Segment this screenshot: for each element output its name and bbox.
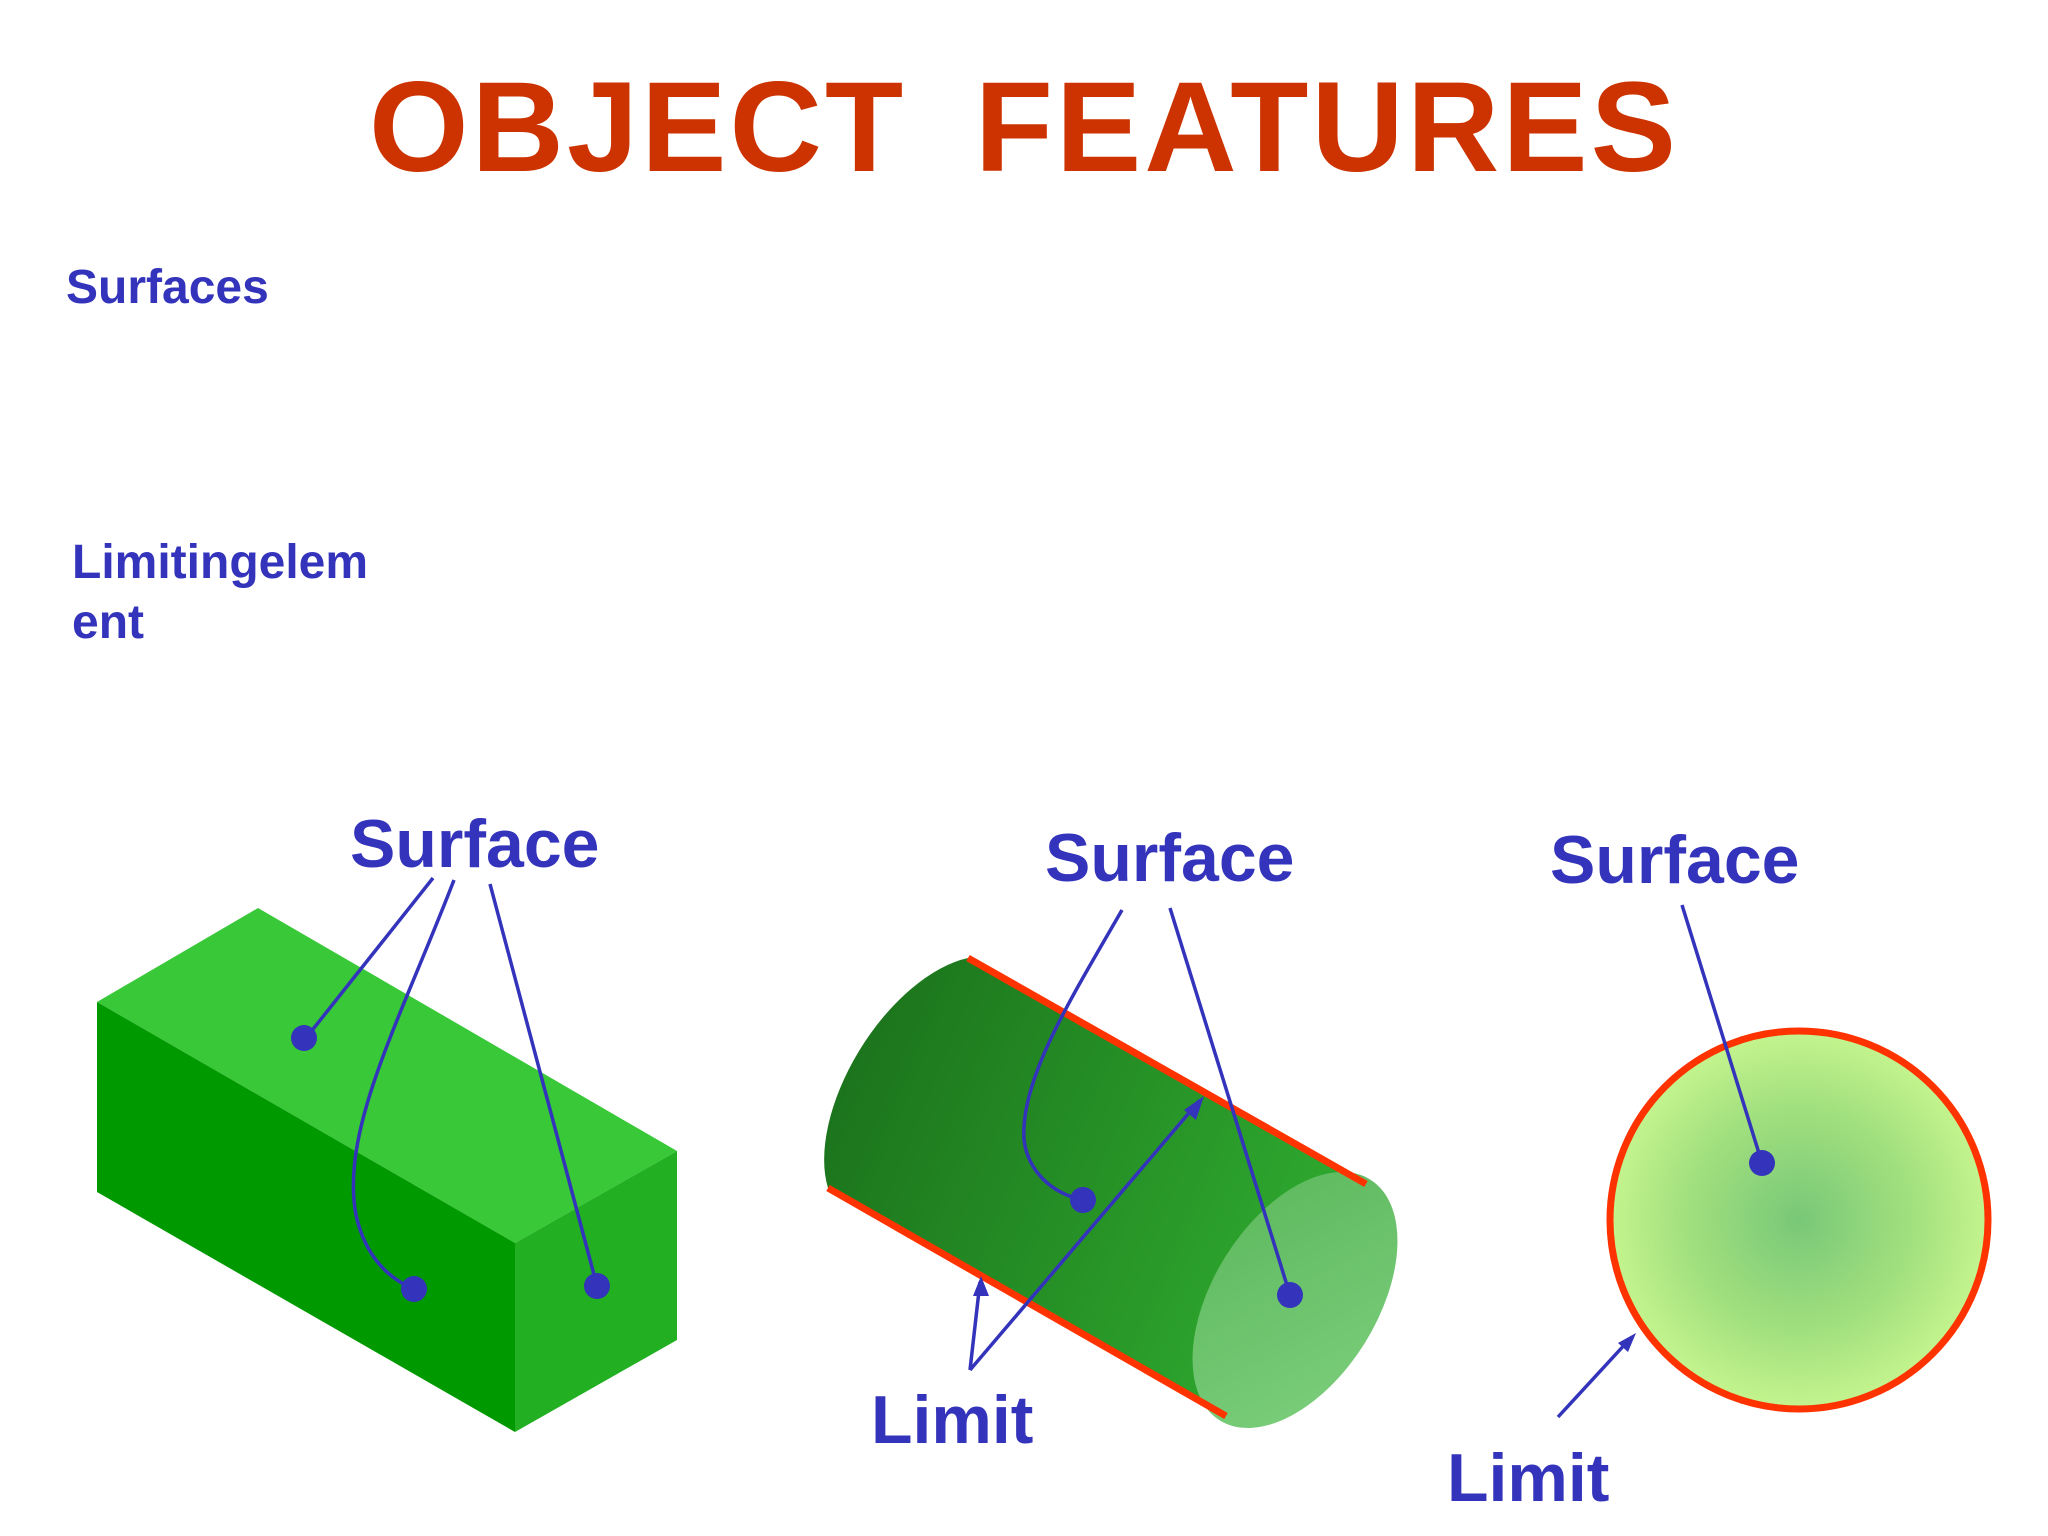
cylinder-leader-lines <box>968 907 1292 1372</box>
limiting-element-label: Limitingelem ent <box>72 533 368 653</box>
box-front-face <box>97 1002 515 1432</box>
page-title: OBJECT FEATURES <box>368 56 1680 199</box>
box-top-face <box>97 908 677 1243</box>
limiting-element-line1: Limitingelem <box>72 536 369 589</box>
limiting-element-line2: ent <box>72 596 144 649</box>
cylinder-end-surface-point <box>1277 1282 1303 1308</box>
surfaces-label: Surfaces <box>66 261 269 314</box>
sphere-limit-arrowhead <box>1618 1333 1636 1352</box>
sphere-surface-label: Surface <box>1550 822 1800 898</box>
sphere-limit-label: Limit <box>1447 1440 1610 1516</box>
box-end-surface-point <box>584 1273 610 1299</box>
cylinder-surface-label: Surface <box>1045 820 1295 896</box>
cylinder-figure <box>824 907 1398 1429</box>
box-top-surface-point <box>291 1025 317 1051</box>
sphere-surface-point <box>1749 1150 1775 1176</box>
sphere-figure <box>1556 904 1992 1419</box>
cylinder-top-limit-line <box>966 954 1368 1188</box>
sphere-limit-leader <box>1556 1339 1630 1419</box>
box-front-surface-point <box>401 1276 427 1302</box>
box-leader-lines <box>304 876 599 1291</box>
cylinder-body-surface-point <box>1070 1187 1096 1213</box>
cylinder-limit-label: Limit <box>871 1382 1034 1458</box>
box-surface-label: Surface <box>350 806 600 882</box>
box-figure <box>97 876 677 1432</box>
cylinder-limit-arrowhead-bottom <box>973 1276 989 1296</box>
sphere-surface-leader <box>1680 904 1764 1164</box>
cylinder-limit-arrowhead-top <box>1184 1096 1204 1120</box>
sphere-body <box>1606 1027 1992 1413</box>
